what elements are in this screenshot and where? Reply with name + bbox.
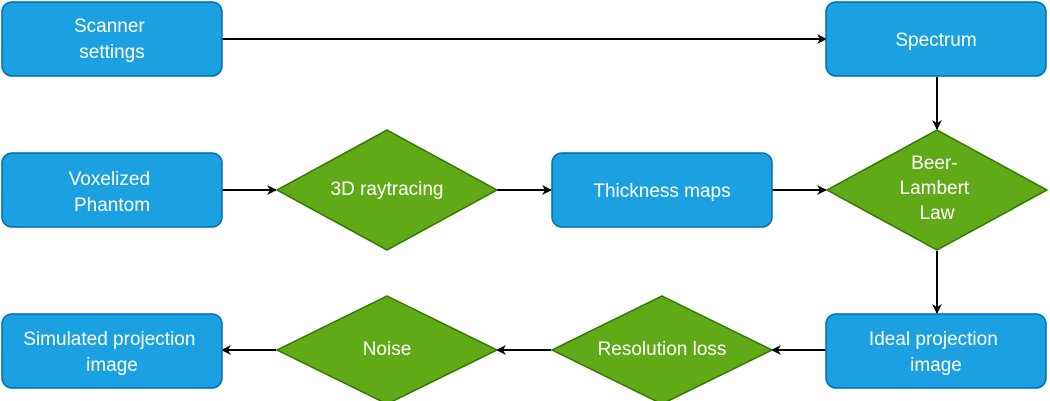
node-label-line: Spectrum	[895, 30, 976, 51]
node-label: 3D raytracing	[331, 179, 444, 200]
decision-diamond	[550, 295, 774, 401]
process-box	[1, 1, 223, 77]
process-box	[1, 152, 223, 228]
process-box	[825, 1, 1047, 77]
process-box	[1, 313, 223, 389]
edges	[221, 34, 942, 355]
node-simulated-projection-image: Simulated projection image	[1, 313, 223, 389]
node-label-line: Beer-	[911, 153, 957, 174]
node-resolution-loss: Resolution loss	[550, 295, 774, 401]
node-label-line: Scanner	[74, 16, 145, 37]
node-label: Voxelized Phantom	[69, 169, 156, 216]
node-label-line: 3D raytracing	[331, 179, 444, 200]
node-label: Resolution loss	[598, 339, 727, 360]
node-label: Scanner settings	[74, 16, 150, 63]
node-label-line: Noise	[363, 339, 412, 360]
node-label-line: Voxelized	[69, 169, 150, 190]
node-label: Noise	[363, 339, 412, 360]
node-scanner-settings: Scanner settings	[1, 1, 223, 77]
node-label: Spectrum	[895, 30, 976, 51]
node-label-line: Law	[920, 203, 955, 224]
node-label: Ideal projection image	[869, 329, 1003, 376]
node-label: Simulated projection image	[23, 329, 200, 376]
node-label-line: Simulated projection	[23, 329, 195, 350]
decision-diamond	[275, 295, 499, 401]
node-label-line: Phantom	[74, 195, 150, 216]
node-label-line: image	[910, 355, 962, 376]
node-label-line: Thickness maps	[593, 181, 730, 202]
decision-diamond	[825, 129, 1049, 251]
node-label-line: image	[86, 355, 138, 376]
node-3d-raytracing: 3D raytracing	[275, 129, 499, 251]
node-noise: Noise	[275, 295, 499, 401]
node-label: Beer- Lambert Law	[900, 153, 975, 224]
node-beer-lambert-law: Beer- Lambert Law	[825, 129, 1049, 251]
node-spectrum: Spectrum	[825, 1, 1047, 77]
decision-diamond	[275, 129, 499, 251]
node-label-line: Resolution loss	[598, 339, 727, 360]
node-thickness-maps: Thickness maps	[551, 152, 773, 228]
node-label: Thickness maps	[593, 181, 730, 202]
node-voxelized-phantom: Voxelized Phantom	[1, 152, 223, 228]
process-box	[551, 152, 773, 228]
node-label-line: Lambert	[900, 178, 970, 199]
node-ideal-projection-image: Ideal projection image	[825, 313, 1047, 389]
node-label-line: Ideal projection	[869, 329, 998, 350]
node-label-line: settings	[79, 42, 144, 63]
process-box	[825, 313, 1047, 389]
